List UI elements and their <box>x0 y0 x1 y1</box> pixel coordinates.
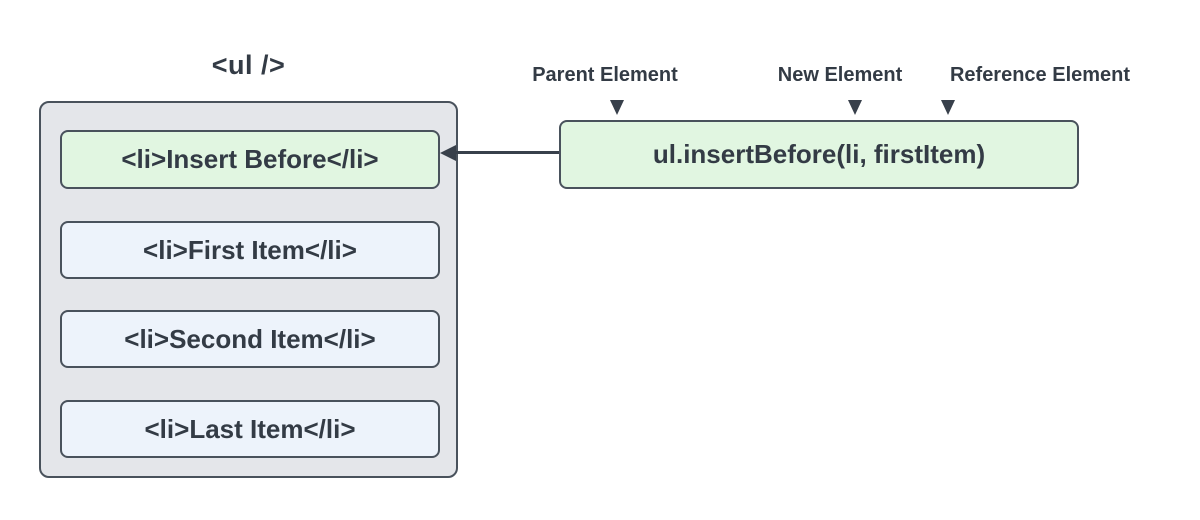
ul-tag-label: <ul /> <box>211 50 286 80</box>
list-item-insert-before: <li>Insert Before</li> <box>60 130 440 189</box>
insertbefore-code-box: ul.insertBefore(li, firstItem) <box>559 120 1079 189</box>
reference-element-label: Reference Element <box>949 64 1131 86</box>
list-item-first-item: <li>First Item</li> <box>60 221 440 279</box>
connector-arrow-line <box>452 151 559 154</box>
parent-element-label: Parent Element <box>532 64 678 86</box>
arrow-down-icon <box>941 100 955 115</box>
list-item-second-item: <li>Second Item</li> <box>60 310 440 368</box>
list-item-last-item: <li>Last Item</li> <box>60 400 440 458</box>
new-element-label: New Element <box>777 64 903 86</box>
arrow-down-icon <box>848 100 862 115</box>
arrow-down-icon <box>610 100 624 115</box>
arrow-left-icon <box>440 145 456 161</box>
